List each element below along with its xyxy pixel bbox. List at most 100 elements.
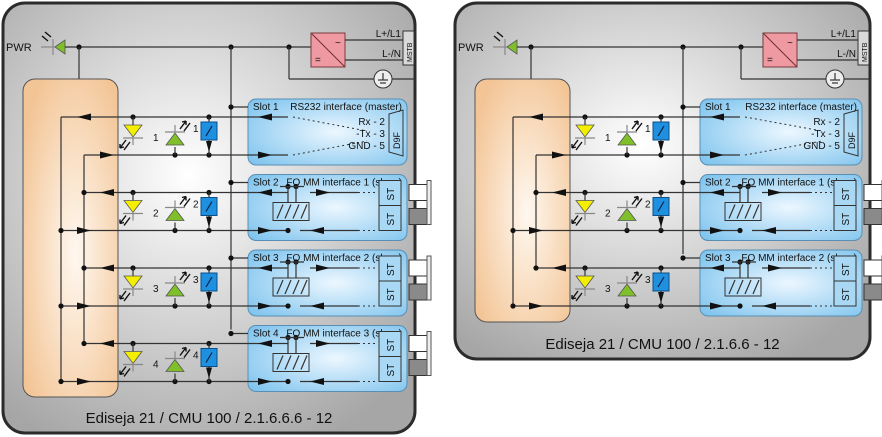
junction-dot: [680, 179, 686, 186]
fo-connector-rx: [408, 283, 428, 301]
contact-switch: [300, 355, 308, 370]
d9f-label: D9F: [847, 131, 857, 149]
junction-dot: [228, 104, 234, 110]
cpu-block: [474, 78, 571, 323]
junction-dot: [680, 255, 686, 261]
dc-symbol: =: [767, 55, 773, 66]
junction-dot: [680, 104, 686, 110]
junction-dot: [285, 378, 291, 385]
fo-connector-rx: [408, 359, 428, 376]
tx-led-icon: [575, 124, 595, 138]
light-emit-icon: [119, 139, 131, 151]
contact-switch: [744, 279, 752, 295]
fo-latch: [426, 180, 432, 225]
arrow-left-icon: [310, 302, 324, 310]
arrow-right-icon: [529, 302, 543, 310]
contact-block: [724, 202, 762, 221]
arrow-left-icon: [258, 189, 272, 196]
pwr-light-icon: [41, 31, 52, 42]
channel-number: 3: [605, 284, 611, 295]
contact-switch: [292, 279, 300, 295]
line-l1-label: L+/L1: [376, 29, 402, 40]
slot-label: Slot 3: [253, 253, 279, 264]
st-port: [378, 205, 402, 231]
st-port: [833, 205, 857, 231]
contact-switch: [744, 204, 752, 219]
rx-led-icon: [617, 207, 637, 221]
arrow-left-icon: [552, 189, 566, 196]
junction-dot: [58, 303, 64, 309]
st-port-label: ST: [386, 364, 397, 377]
contact-switch: [276, 355, 284, 370]
contact-switch: [284, 204, 292, 219]
contact-switch: [736, 204, 744, 219]
fo-latch: [426, 331, 432, 376]
tx-led-icon: [575, 200, 595, 214]
junction-dot: [81, 265, 87, 271]
contact-switch: [300, 279, 308, 295]
contact-block: [724, 277, 762, 297]
slot-module: [699, 98, 863, 166]
light-receive-icon: [631, 271, 643, 283]
junction-dot: [58, 227, 64, 234]
contact-switch: [728, 279, 736, 295]
junction-dot: [533, 189, 539, 196]
rx-led-icon: [617, 132, 637, 146]
arrow-right-icon: [258, 227, 272, 234]
arrow-left-icon: [710, 189, 724, 196]
arrow-left-icon: [258, 113, 272, 121]
arrow-right-icon: [77, 302, 91, 310]
pin-label: Rx - 2: [358, 117, 385, 128]
slot-title: RS232 interface (master): [745, 102, 857, 113]
arrow-right-icon: [710, 302, 724, 310]
arrow-left-icon: [552, 264, 566, 272]
contact-switch: [292, 204, 300, 219]
arrow-left-icon: [710, 113, 724, 121]
slot-title: FO MM interface 3 (slave): [286, 329, 402, 340]
light-receive-icon: [179, 346, 191, 358]
arrow-right-icon: [552, 151, 566, 159]
tx-led-icon: [123, 275, 143, 289]
junction-dot: [228, 179, 234, 186]
junction-dot: [285, 227, 291, 234]
arrow-right-icon: [258, 302, 272, 310]
arrow-down-icon: [658, 216, 664, 228]
channel-number: 2: [193, 200, 199, 211]
dotted-link: [744, 140, 823, 156]
junction-dot: [228, 255, 234, 261]
channel-number: 2: [605, 209, 611, 220]
slot-label: Slot 4: [253, 329, 279, 340]
mstb-connector: [857, 30, 870, 66]
channel-number: 1: [193, 124, 199, 135]
st-port: [833, 280, 857, 307]
fo-latch: [426, 255, 432, 301]
channel-number: 3: [153, 284, 159, 295]
slot-module: [247, 98, 408, 166]
contact-switch: [728, 204, 736, 219]
st-port-label: ST: [386, 188, 397, 201]
slot-label: Slot 1: [705, 102, 731, 113]
tx-led-icon: [123, 351, 143, 365]
device-caption: Ediseja 21 / CMU 100 / 2.1.6.6.6 - 12: [86, 410, 333, 427]
contact-switch: [276, 204, 284, 219]
psu-diagonal: [762, 32, 798, 68]
junction-dot: [737, 303, 743, 309]
d9f-connector: [843, 109, 859, 157]
light-emit-icon: [119, 366, 131, 377]
dotted-link: [744, 116, 823, 132]
channel-number: 3: [193, 275, 199, 286]
arrow-down-icon: [206, 367, 212, 379]
light-receive-icon: [179, 120, 191, 132]
cpu-block: [22, 78, 119, 398]
tx-led-icon: [575, 275, 595, 289]
arrow-right-icon: [258, 378, 272, 385]
arrow-right-icon: [768, 264, 782, 272]
fo-connector-tx: [863, 259, 882, 277]
arrow-right-icon: [316, 340, 330, 347]
arrow-right-icon: [77, 378, 91, 385]
